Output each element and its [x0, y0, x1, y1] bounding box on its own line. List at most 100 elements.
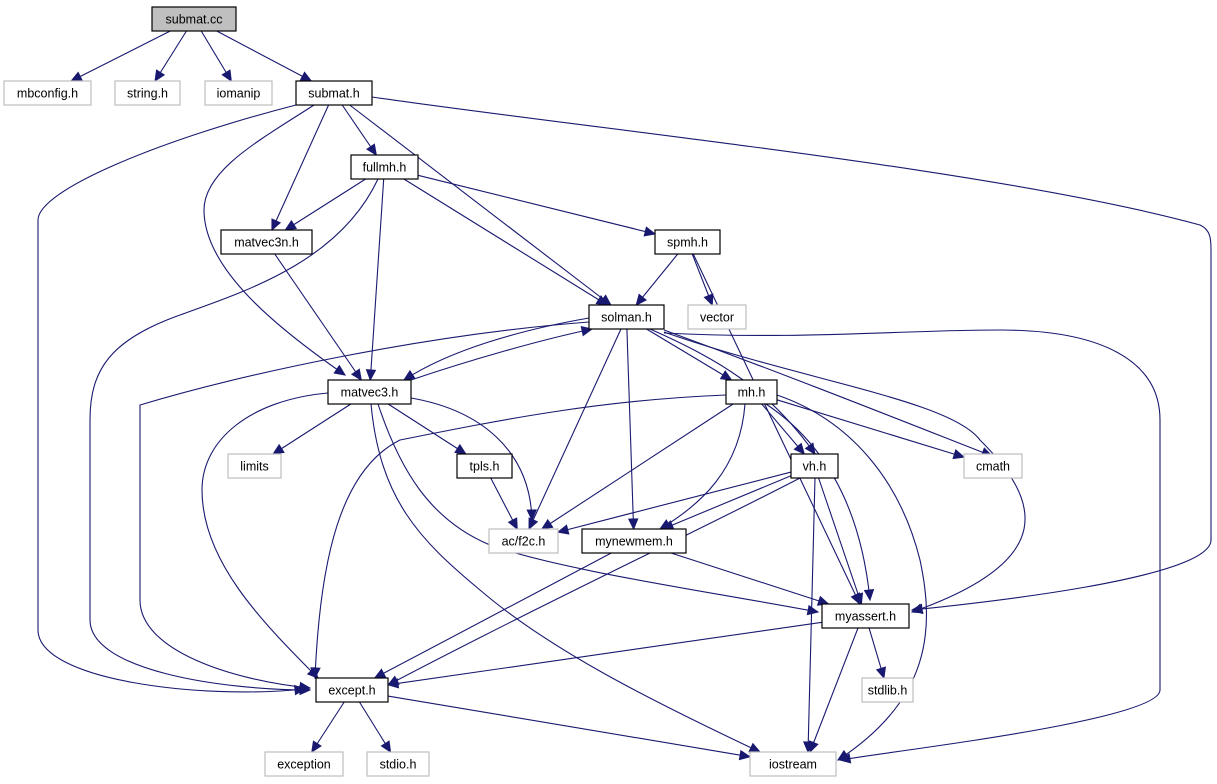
node-mynewmem-h[interactable]: mynewmem.h	[581, 528, 687, 554]
node-spmh-h[interactable]: spmh.h	[654, 229, 721, 255]
edge-myassert_h-to-except_h	[386, 621, 823, 689]
edge-line	[370, 403, 761, 753]
node-label: cmath	[976, 460, 1010, 474]
node-label: iostream	[769, 758, 817, 772]
edge-line	[646, 328, 732, 381]
edge-line	[403, 178, 608, 306]
arrowhead-icon	[365, 369, 377, 382]
node-box	[315, 677, 389, 703]
node-myassert-h[interactable]: myassert.h	[821, 603, 910, 629]
arrowhead-icon	[853, 592, 864, 606]
node-iomanip[interactable]: iomanip	[204, 80, 273, 106]
arrowhead-icon	[70, 71, 84, 82]
edge-solman_h-to-cmath	[663, 329, 994, 458]
edge-line	[410, 328, 593, 381]
node-vh-h[interactable]: vh.h	[790, 453, 839, 479]
arrowhead-icon	[526, 509, 537, 522]
edge-line	[314, 394, 727, 679]
edge-solman_h-to-mh_h	[646, 328, 733, 381]
edge-line	[403, 317, 590, 381]
node-fullmh-h[interactable]: fullmh.h	[350, 154, 419, 180]
node-mbconfig-h[interactable]: mbconfig.h	[3, 80, 92, 106]
edge-mh_h-to-except_h	[310, 394, 727, 680]
edge-line	[649, 328, 816, 455]
arrowhead-icon	[454, 443, 467, 455]
edge-solman_h-to-mynewmem_h	[626, 328, 639, 531]
edge-line	[776, 399, 965, 458]
edge-fullmh_h-to-spmh_h	[417, 174, 657, 237]
edge-line	[201, 392, 329, 679]
edge-matvec3_h-to-myassert_h	[377, 403, 820, 616]
arrowhead-icon	[863, 589, 875, 602]
node-except-h[interactable]: except.h	[315, 677, 389, 703]
edge-myassert_h-to-stdlib_h	[868, 627, 886, 680]
arrowhead-icon	[635, 293, 647, 306]
edge-line	[410, 397, 533, 521]
arrowhead-icon	[836, 749, 850, 761]
node-exception[interactable]: exception	[264, 751, 344, 777]
edge-line	[417, 174, 656, 235]
edge-line	[387, 403, 467, 455]
node-iostream[interactable]: iostream	[749, 751, 837, 777]
node-mh-h[interactable]: mh.h	[725, 379, 778, 405]
node-box	[295, 80, 373, 106]
arrowhead-icon	[703, 293, 714, 307]
node-solman-h[interactable]: solman.h	[588, 304, 665, 330]
edge-spmh_h-to-vector	[691, 253, 714, 307]
edge-mh_h-to-acf2c_h	[540, 403, 734, 530]
node-label: stdio.h	[380, 758, 417, 772]
edge-myassert_h-to-iostream	[808, 627, 859, 754]
edge-submat_h-to-solman_h	[349, 104, 612, 306]
edge-submat_h-to-matvec3n_h	[271, 104, 330, 232]
node-submat-cc[interactable]: submat.cc	[151, 6, 237, 32]
edge-submat_h-to-matvec3_h	[203, 104, 347, 376]
node-box	[821, 603, 910, 629]
node-label: submat.cc	[166, 13, 223, 27]
edge-line	[369, 178, 385, 381]
node-label: except.h	[328, 684, 375, 698]
node-limits[interactable]: limits	[227, 453, 282, 479]
arrowhead-icon	[627, 518, 639, 531]
node-label: tpls.h	[470, 460, 500, 474]
edge-mh_h-to-myassert_h	[765, 403, 875, 602]
edge-line	[662, 475, 792, 530]
node-box	[220, 229, 313, 255]
node-box	[456, 453, 513, 479]
edge-vh_h-to-mynewmem_h	[661, 475, 792, 530]
edge-line	[387, 477, 801, 686]
arrowhead-icon	[386, 678, 400, 689]
edge-line	[670, 552, 829, 605]
node-vector[interactable]: vector	[687, 304, 747, 330]
arrowhead-icon	[311, 740, 322, 754]
node-stdio-h[interactable]: stdio.h	[366, 751, 430, 777]
edge-solman_h-to-matvec3_h	[402, 317, 590, 381]
edge-mh_h-to-cmath	[776, 399, 966, 460]
node-string-h[interactable]: string.h	[114, 80, 181, 106]
arrowhead-icon	[350, 368, 362, 382]
node-stdlib-h[interactable]: stdlib.h	[861, 677, 914, 703]
edge-line	[89, 178, 379, 691]
node-submat-h[interactable]: submat.h	[295, 80, 373, 106]
edge-line	[377, 403, 819, 613]
edge-mh_h-to-mynewmem_h	[658, 403, 746, 530]
node-acf2c-h[interactable]: ac/f2c.h	[488, 528, 559, 554]
edge-line	[528, 328, 622, 530]
node-label: vector	[700, 311, 734, 325]
node-cmath[interactable]: cmath	[963, 453, 1023, 479]
node-matvec3-h[interactable]: matvec3.h	[327, 379, 412, 405]
edge-vh_h-to-acf2c_h	[556, 471, 792, 535]
node-matvec3n-h[interactable]: matvec3n.h	[220, 229, 313, 255]
node-box	[654, 229, 721, 255]
edge-line	[809, 627, 859, 753]
arrowhead-icon	[595, 294, 609, 306]
node-tpls-h[interactable]: tpls.h	[456, 453, 513, 479]
arrowhead-icon	[366, 143, 377, 157]
edge-line	[271, 104, 330, 231]
edge-submat_h-to-except_h	[37, 104, 307, 696]
node-box	[350, 154, 419, 180]
node-label: limits	[240, 460, 268, 474]
edge-mh_h-to-vh_h	[761, 403, 806, 455]
edge-line	[626, 328, 635, 530]
edge-matvec3_h-to-solman_h	[410, 326, 594, 381]
